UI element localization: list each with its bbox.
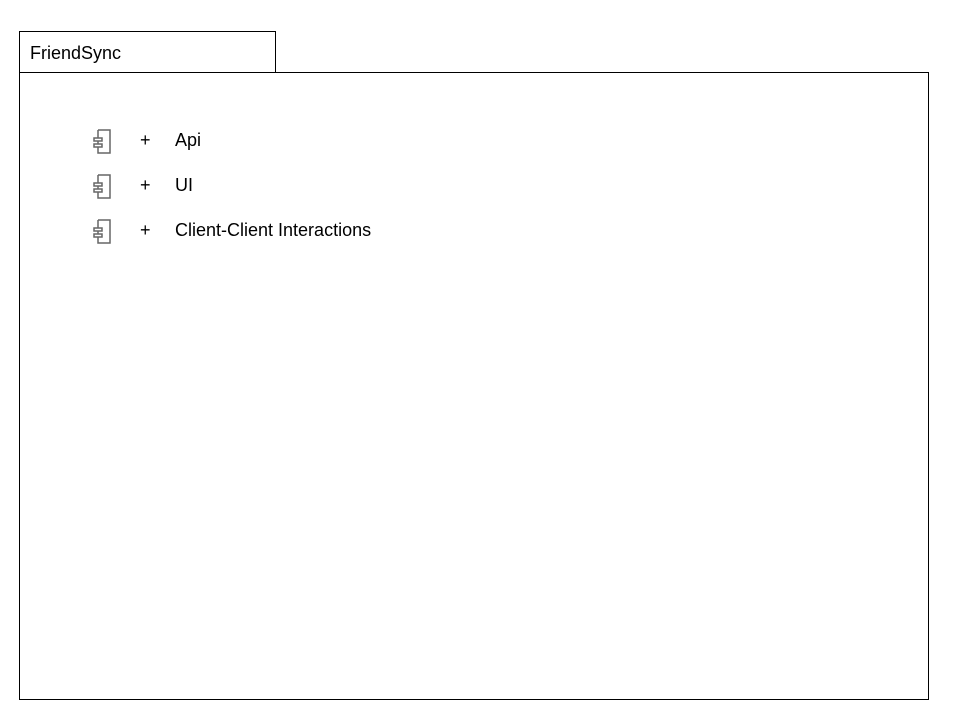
member-item-client-client-interactions[interactable]: + Client-Client Interactions [90, 215, 490, 260]
member-item-api[interactable]: + Api [90, 125, 490, 170]
member-list: + Api + UI + [90, 125, 490, 260]
package-name: FriendSync [30, 43, 122, 63]
member-label: Client-Client Interactions [175, 220, 372, 240]
member-visibility: + [140, 220, 151, 240]
member-visibility: + [140, 175, 151, 195]
package-body: + Api + UI + [19, 72, 929, 700]
component-icon [93, 129, 111, 154]
component-icon [93, 174, 111, 199]
component-icon [93, 219, 111, 244]
member-item-ui[interactable]: + UI [90, 170, 490, 215]
member-label: UI [175, 175, 193, 195]
member-visibility: + [140, 130, 151, 150]
package-tab: FriendSync [19, 31, 276, 73]
member-label: Api [175, 130, 202, 150]
